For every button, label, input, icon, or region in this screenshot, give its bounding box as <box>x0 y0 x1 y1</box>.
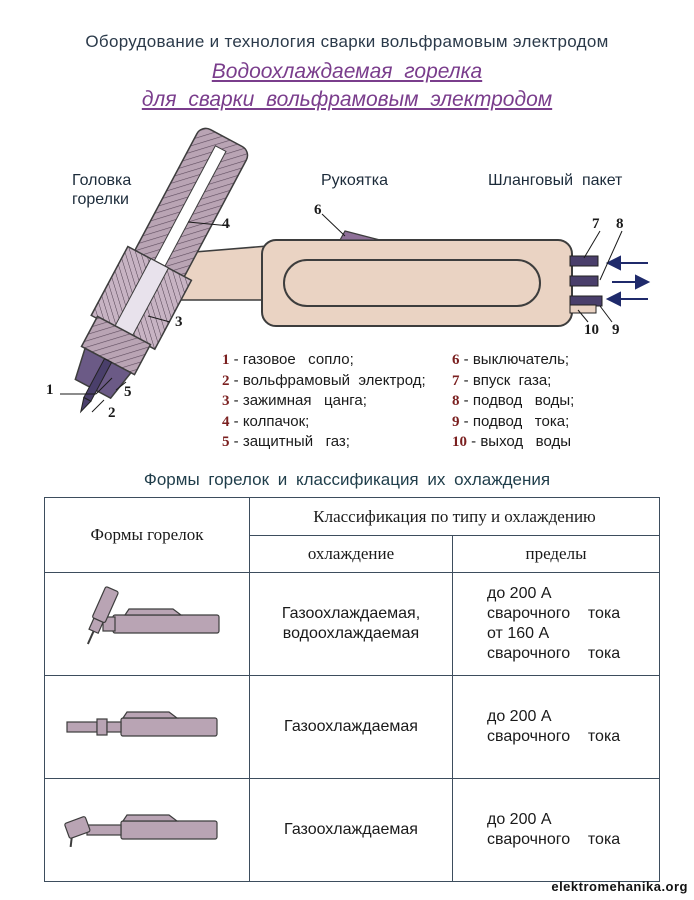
legend-item: 8 - подвод воды; <box>452 392 575 410</box>
torch-shape-2 <box>44 675 250 779</box>
callout-1: 1 <box>46 382 54 398</box>
table-row: Газоохлаждаемая, водоохлаждаемая до 200 … <box>44 572 660 676</box>
handle-grip <box>283 259 541 307</box>
callout-10: 10 <box>584 322 599 338</box>
table-row: Газоохлаждаемая до 200 А сварочного тока <box>44 778 660 882</box>
flow-arrows <box>605 255 651 307</box>
label-head-1: Головка <box>72 172 132 189</box>
legend-item: 5 - защитный газ; <box>222 433 350 451</box>
limits-cell: до 200 А сварочного тока <box>452 778 660 882</box>
legend-item: 2 - вольфрамовый электрод; <box>222 371 426 389</box>
callout-7: 7 <box>592 216 600 232</box>
cooling-cell: Газоохлаждаемая, водоохлаждаемая <box>249 572 453 676</box>
callout-2: 2 <box>108 405 116 421</box>
legend-right: 6 - выключатель; 7 - впуск газа; 8 - под… <box>452 350 574 453</box>
legend-item: 9 - подвод тока; <box>452 412 570 430</box>
legend-item: 1 - газовое сопло; <box>222 351 354 368</box>
title-line-2: для сварки вольфрамовым электродом <box>141 88 553 111</box>
torch-head <box>74 127 249 414</box>
limits-cell: до 200 А сварочного тока от 160 А свароч… <box>452 572 660 676</box>
legend-item: 10 - выход воды <box>452 433 572 451</box>
callout-5: 5 <box>124 384 132 400</box>
callout-3: 3 <box>175 314 183 330</box>
cooling-cell: Газоохлаждаемая <box>249 675 453 779</box>
callout-9: 9 <box>612 322 620 338</box>
col-limits-header: пределы <box>452 535 660 573</box>
torch-shape-1 <box>44 572 250 676</box>
label-handle: Рукоятка <box>321 172 388 189</box>
hose-8 <box>569 275 599 287</box>
site-watermark: elektromehanika.org <box>551 879 688 894</box>
label-hose: Шланговый пакет <box>488 172 623 189</box>
torch-shape-3 <box>44 778 250 882</box>
label-head-2: горелки <box>72 191 129 208</box>
callout-6: 6 <box>314 202 322 218</box>
legend-item: 4 - колпачок; <box>222 412 310 430</box>
callout-4: 4 <box>222 216 230 232</box>
legend-item: 7 - впуск газа; <box>452 371 552 389</box>
hose-7 <box>569 255 599 267</box>
table-row: Газоохлаждаемая до 200 А сварочного тока <box>44 675 660 779</box>
legend-item: 6 - выключатель; <box>452 351 570 368</box>
callout-8: 8 <box>616 216 624 232</box>
legend-left: 1 - газовое сопло; 2 - вольфрамовый элек… <box>222 350 426 453</box>
cooling-cell: Газоохлаждаемая <box>249 778 453 882</box>
legend-item: 3 - зажимная цанга; <box>222 392 367 410</box>
switch <box>338 230 381 241</box>
col-class-header: Классификация по типу и охлаждению <box>249 497 660 536</box>
torch-diagram <box>60 127 651 414</box>
col-forms-header: Формы горелок <box>44 497 250 573</box>
leader-lines <box>60 213 623 413</box>
section-title: Формы горелок и классификация их охлажде… <box>143 470 551 489</box>
hose-10 <box>569 304 597 314</box>
page-header: Оборудование и технология сварки вольфра… <box>85 32 609 51</box>
limits-cell: до 200 А сварочного тока <box>452 675 660 779</box>
title-line-1: Водоохлаждаемая горелка <box>211 60 483 83</box>
col-cooling-header: охлаждение <box>249 535 453 573</box>
torch-forms-table: Формы горелок Классификация по типу и ох… <box>44 497 660 882</box>
